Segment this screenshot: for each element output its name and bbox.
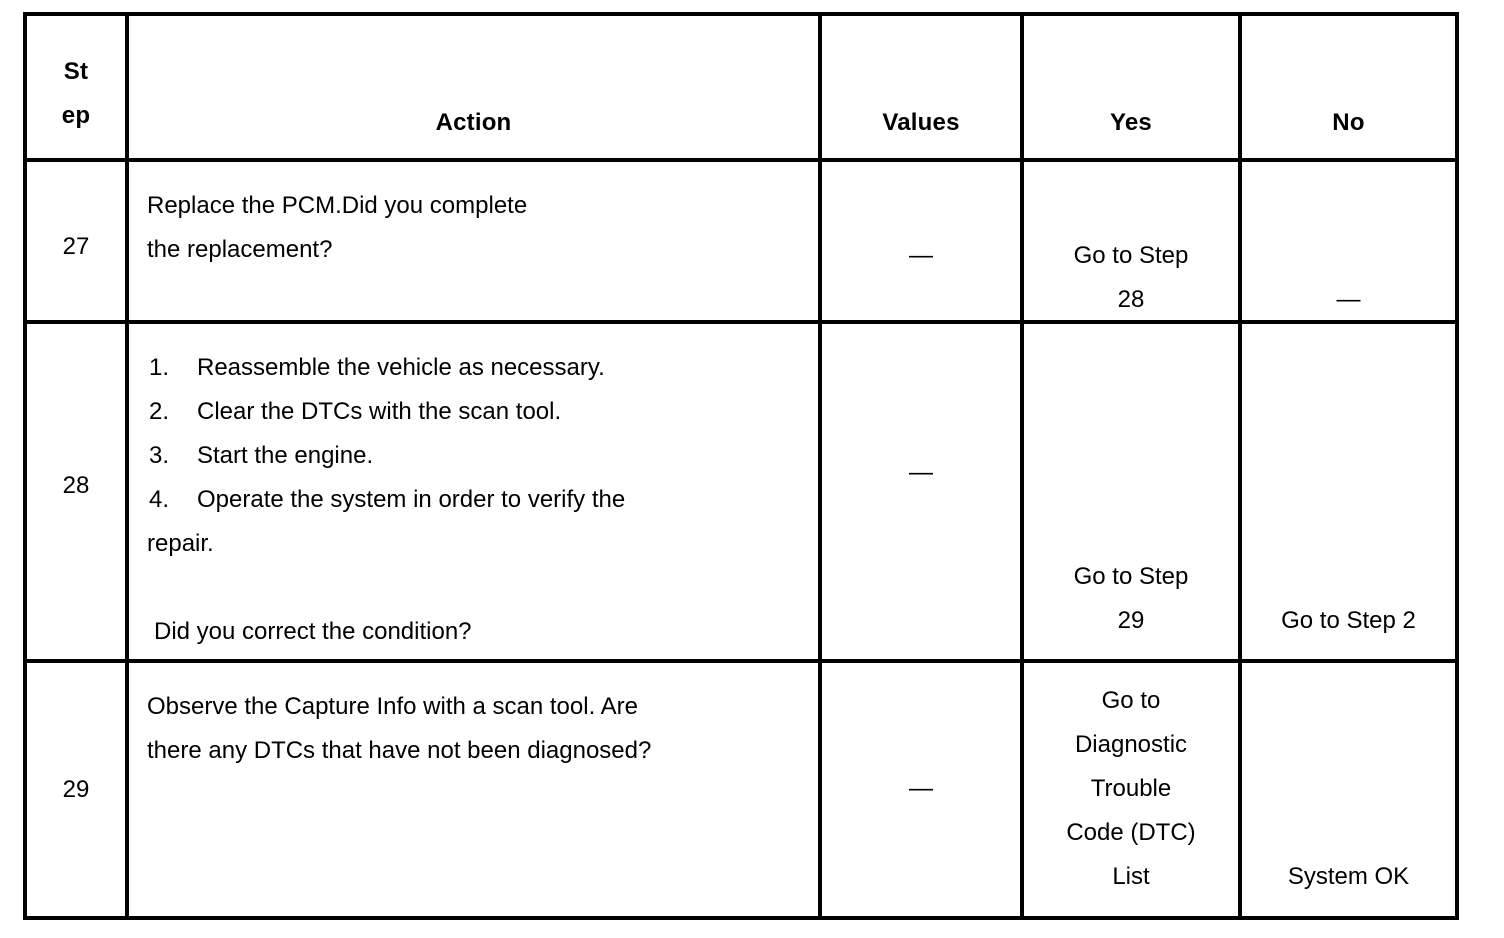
cell-step-number: 29 (23, 659, 129, 920)
diagnostic-steps-table: St ep Action Values Yes (23, 12, 1459, 920)
yes-line: Go to Step (1073, 242, 1189, 269)
list-item-marker: 3. (149, 442, 170, 469)
header-cell-action: Action (125, 12, 822, 162)
cell-yes: Go to Step 29 (1020, 320, 1242, 663)
action-text: 1. Reassemble the vehicle as necessary. … (147, 346, 808, 654)
step-number: 29 (62, 776, 90, 803)
yes-line: Go to Step (1073, 563, 1189, 590)
list-item-label: Reassemble the vehicle as necessary. (197, 354, 605, 381)
action-text: Replace the PCM.Did you complete the rep… (147, 184, 808, 272)
cell-no: System OK (1238, 659, 1459, 920)
action-question-line: Did you correct the condition? (154, 618, 472, 645)
cell-yes: Go to Diagnostic Trouble Code (DTC) List (1020, 659, 1242, 920)
action-blank-line (147, 566, 808, 610)
header-label-step-line2: ep (61, 102, 91, 129)
header-label-step-line1: St (63, 58, 89, 85)
action-continuation-line: repair. (147, 530, 214, 557)
table-header-row: St ep Action Values Yes (23, 12, 1459, 162)
cell-action: Observe the Capture Info with a scan too… (125, 659, 822, 920)
action-text: Observe the Capture Info with a scan too… (147, 685, 808, 773)
yes-line: Diagnostic (1074, 731, 1188, 758)
yes-line: 28 (1117, 286, 1145, 313)
header-cell-yes: Yes (1020, 12, 1242, 162)
cell-action: 1. Reassemble the vehicle as necessary. … (125, 320, 822, 663)
step-number: 27 (62, 233, 90, 260)
yes-line: Trouble (1090, 775, 1172, 802)
cell-action: Replace the PCM.Did you complete the rep… (125, 158, 822, 324)
header-label-values: Values (882, 109, 960, 136)
action-line: there any DTCs that have not been diagno… (147, 737, 652, 764)
list-item-marker: 1. (149, 354, 170, 381)
list-item-label: Start the engine. (197, 442, 374, 469)
list-item: 2. Clear the DTCs with the scan tool. (147, 390, 808, 434)
header-cell-step: St ep (23, 12, 129, 162)
list-item-marker: 2. (149, 398, 170, 425)
values-text: — (909, 459, 933, 486)
cell-values: — (818, 158, 1024, 324)
list-item-marker: 4. (149, 486, 170, 513)
table-row: 27 Replace the PCM.Did you complete the … (23, 158, 1459, 324)
yes-text: Go to Step 28 (1024, 234, 1238, 322)
yes-line: Code (DTC) (1066, 819, 1196, 846)
no-text: — (1336, 286, 1361, 313)
list-item: 3. Start the engine. (147, 434, 808, 478)
step-number: 28 (62, 472, 90, 499)
header-cell-no: No (1238, 12, 1459, 162)
cell-step-number: 28 (23, 320, 129, 663)
action-line: Observe the Capture Info with a scan too… (147, 693, 638, 720)
list-item-label: Operate the system in order to verify th… (197, 486, 626, 513)
list-item: 1. Reassemble the vehicle as necessary. (147, 346, 808, 390)
header-label-yes: Yes (1110, 109, 1152, 136)
header-label-step: St ep (27, 50, 125, 138)
values-text: — (909, 242, 933, 269)
yes-line: 29 (1117, 607, 1145, 634)
cell-yes: Go to Step 28 (1020, 158, 1242, 324)
no-text: System OK (1287, 863, 1410, 890)
list-item-label: Clear the DTCs with the scan tool. (197, 398, 562, 425)
values-text: — (909, 775, 933, 802)
action-numbered-list: 1. Reassemble the vehicle as necessary. … (147, 346, 808, 522)
cell-values: — (818, 659, 1024, 920)
header-label-no: No (1332, 109, 1365, 136)
cell-no: Go to Step 2 (1238, 320, 1459, 663)
action-line: the replacement? (147, 236, 333, 263)
yes-line: List (1112, 863, 1150, 890)
no-text: Go to Step 2 (1281, 607, 1416, 634)
header-cell-values: Values (818, 12, 1024, 162)
table-row: 28 1. Reassemble the vehicle as necessar… (23, 320, 1459, 663)
cell-step-number: 27 (23, 158, 129, 324)
cell-no: — (1238, 158, 1459, 324)
table-row: 29 Observe the Capture Info with a scan … (23, 659, 1459, 920)
list-item: 4. Operate the system in order to verify… (147, 478, 808, 522)
yes-line: Go to (1101, 687, 1161, 714)
action-line: Replace the PCM.Did you complete (147, 192, 528, 219)
yes-text: Go to Step 29 (1024, 555, 1238, 643)
header-label-action: Action (435, 109, 512, 136)
yes-text: Go to Diagnostic Trouble Code (DTC) List (1024, 679, 1238, 899)
cell-values: — (818, 320, 1024, 663)
